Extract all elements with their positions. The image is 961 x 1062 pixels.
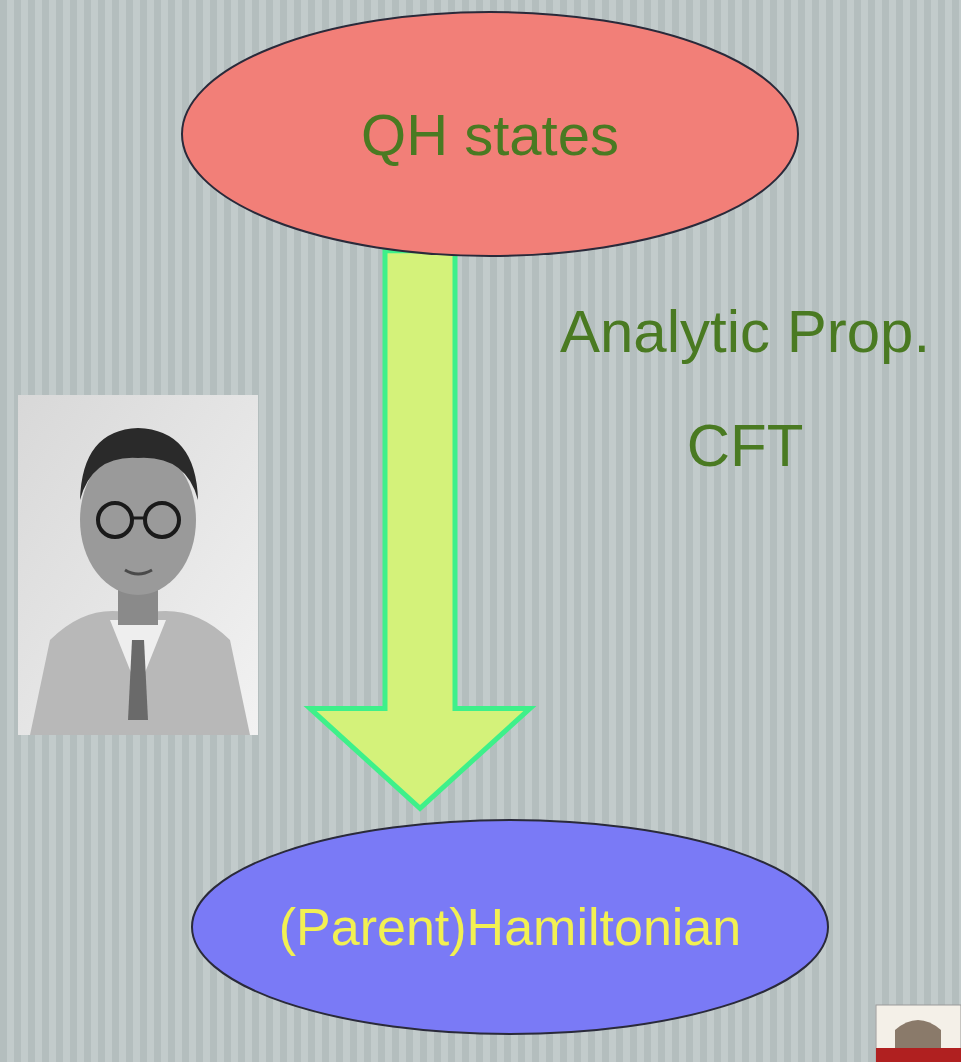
edge-label: Analytic Prop. CFT [545,275,945,503]
node-label: (Parent)Hamiltonian [190,818,830,1036]
hamiltonian-ellipse: (Parent)Hamiltonian [190,818,830,1036]
node-label: QH states [180,10,800,258]
logo-fragment [876,1005,961,1062]
state-ellipse: QH states [180,10,800,258]
portrait-photo [18,395,258,735]
block-arrow [310,251,530,809]
